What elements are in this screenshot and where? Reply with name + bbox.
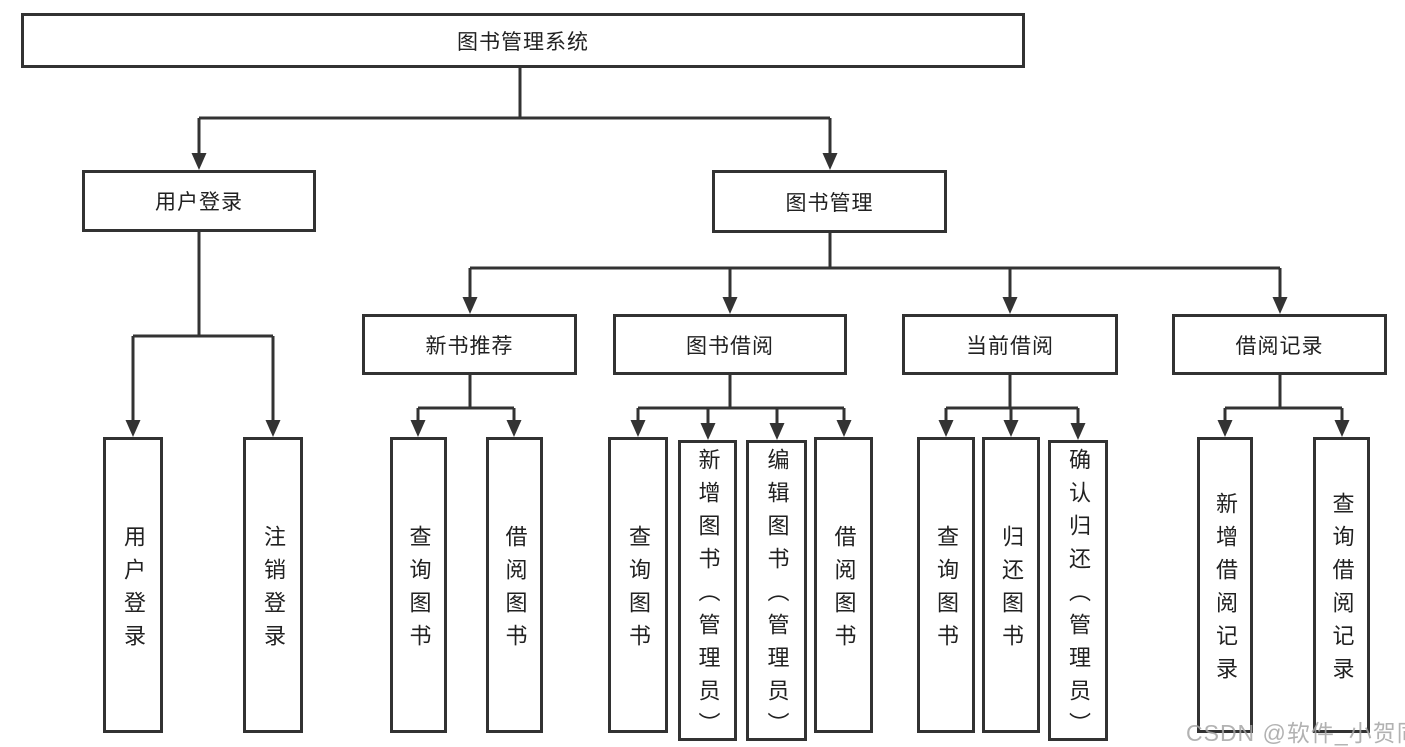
leaf-query-books-borrow: 查询图书	[608, 437, 668, 733]
node-root-library-system: 图书管理系统	[21, 13, 1025, 68]
leaf-confirm-return-admin: 确认归还（管理员）	[1048, 440, 1108, 745]
leaf-label: 注销登录	[261, 524, 286, 657]
leaf-label: 归还图书	[999, 524, 1024, 657]
leaf-query-books-current: 查询图书	[917, 437, 975, 733]
leaf-label: 查询图书	[934, 524, 959, 657]
node-book-management: 图书管理	[712, 170, 947, 233]
leaf-label: 查询图书	[626, 524, 651, 657]
leaf-edit-book-admin: 编辑图书（管理员）	[746, 440, 807, 745]
node-borrowing-records: 借阅记录	[1172, 314, 1387, 375]
leaf-logout: 注销登录	[243, 437, 303, 733]
node-current-borrowing: 当前借阅	[902, 314, 1118, 375]
leaf-borrow-books: 借阅图书	[814, 437, 873, 733]
leaf-label: 借阅图书	[831, 524, 857, 657]
leaf-add-borrow-record: 新增借阅记录	[1197, 437, 1253, 733]
leaf-label: 新增图书（管理员）	[695, 447, 721, 745]
leaf-label: 查询借阅记录	[1329, 491, 1355, 690]
leaf-user-login: 用户登录	[103, 437, 163, 733]
csdn-watermark: CSDN @软件_小贺同学	[1186, 720, 1405, 746]
leaf-query-books-recommend: 查询图书	[390, 437, 447, 733]
leaf-label: 查询图书	[406, 524, 432, 657]
leaf-label: 编辑图书（管理员）	[764, 447, 790, 745]
leaf-query-borrow-record: 查询借阅记录	[1313, 437, 1370, 733]
node-new-book-recommendation: 新书推荐	[362, 314, 577, 375]
leaf-label: 用户登录	[121, 524, 146, 657]
leaf-add-book-admin: 新增图书（管理员）	[678, 440, 737, 745]
node-book-borrowing: 图书借阅	[613, 314, 847, 375]
leaf-label: 借阅图书	[502, 524, 528, 657]
leaf-borrow-books-recommend: 借阅图书	[486, 437, 543, 733]
node-user-login: 用户登录	[82, 170, 316, 232]
leaf-return-book: 归还图书	[982, 437, 1040, 733]
leaf-label: 确认归还（管理员）	[1066, 447, 1091, 745]
leaf-label: 新增借阅记录	[1213, 491, 1238, 690]
